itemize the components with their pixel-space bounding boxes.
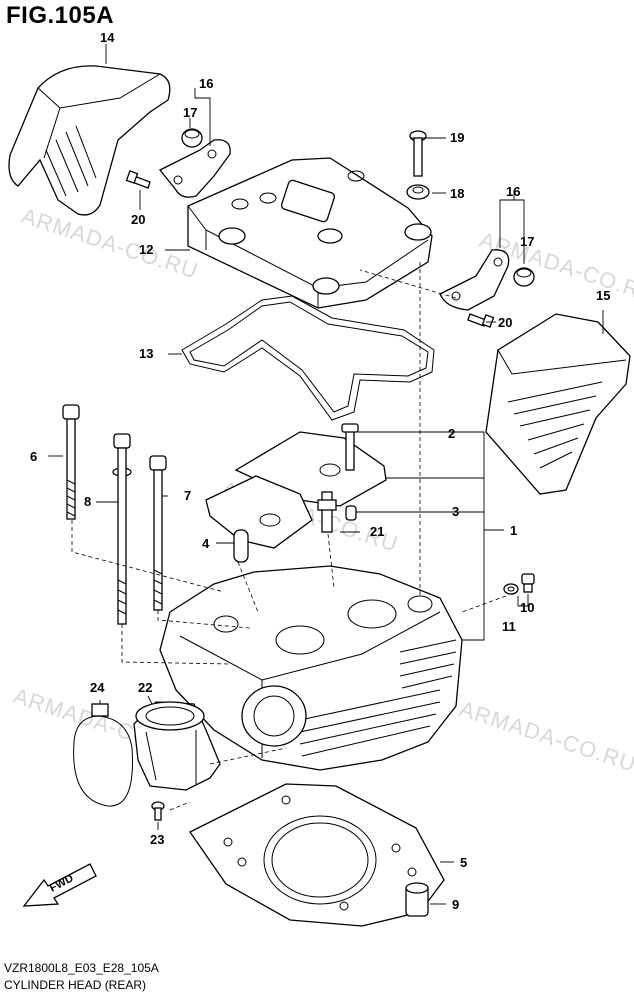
part-17-grommet-left xyxy=(181,128,203,148)
part-17-grommet-right xyxy=(513,267,535,287)
callout-21: 21 xyxy=(370,524,384,539)
part-18-washer xyxy=(406,184,430,200)
part-21-spark-plug xyxy=(317,491,337,533)
leader-lines xyxy=(48,44,604,905)
part-16-bracket-left xyxy=(158,139,231,198)
part-1-cylinder-head xyxy=(159,565,463,771)
watermark-1: ARMADA-CO.RU xyxy=(18,203,201,284)
part-16-bracket-right xyxy=(439,249,510,311)
callout-22: 22 xyxy=(138,680,152,695)
part-14-head-cover xyxy=(8,65,171,216)
callout-2: 2 xyxy=(448,426,455,441)
fwd-arrow: FWD xyxy=(22,863,97,907)
figure-name: CYLINDER HEAD (REAR) xyxy=(4,978,147,992)
callout-5: 5 xyxy=(460,855,467,870)
part-22-intake-pipe xyxy=(133,701,221,791)
callout-14: 14 xyxy=(100,30,115,45)
part-11-washer xyxy=(503,583,519,595)
part-15-side-cover xyxy=(485,313,631,495)
part-6-stud-bolt xyxy=(62,404,80,520)
callout-13: 13 xyxy=(139,346,153,361)
part-3-sleeve xyxy=(345,505,357,521)
part-5-cylinder-head-gasket xyxy=(189,783,445,927)
callout-6: 6 xyxy=(30,449,37,464)
callout-7: 7 xyxy=(184,488,191,503)
watermark-5: ARMADA-CO.RU xyxy=(456,696,634,777)
callout-1: 1 xyxy=(510,523,517,538)
callout-12: 12 xyxy=(139,242,153,257)
part-12-cylinder-head-cover xyxy=(187,157,433,309)
callout-17-left: 17 xyxy=(183,105,197,120)
callout-20-right: 20 xyxy=(498,315,512,330)
callout-4: 4 xyxy=(202,536,210,551)
callout-8: 8 xyxy=(84,494,91,509)
callout-24: 24 xyxy=(90,680,105,695)
callout-19: 19 xyxy=(450,130,464,145)
figure-title: FIG.105A xyxy=(6,2,115,29)
figure-code: VZR1800L8_E03_E28_105A xyxy=(4,961,159,975)
part-9-dowel xyxy=(405,882,429,917)
part-8-stud-bolt xyxy=(112,433,132,625)
callout-18: 18 xyxy=(450,186,464,201)
callout-20-left: 20 xyxy=(131,212,145,227)
callout-9: 9 xyxy=(452,897,459,912)
callout-15: 15 xyxy=(596,288,610,303)
part-23-bolt xyxy=(151,801,165,821)
callout-10: 10 xyxy=(520,600,534,615)
part-7-stud-bolt xyxy=(149,455,167,611)
callout-17-right: 17 xyxy=(520,234,534,249)
part-13-head-cover-gasket xyxy=(181,295,435,421)
callout-3: 3 xyxy=(452,504,459,519)
part-20-bolt-left xyxy=(125,170,151,189)
dashed-guides xyxy=(71,262,507,811)
part-10-plug-bolt xyxy=(521,573,535,593)
callout-11: 11 xyxy=(502,619,516,634)
callout-23: 23 xyxy=(150,832,164,847)
part-2-camshaft-holder xyxy=(205,423,387,549)
callout-16-left: 16 xyxy=(199,76,213,91)
part-4-dowel-pin xyxy=(233,529,249,563)
callout-16-right: 16 xyxy=(506,184,520,199)
part-20-bolt-right xyxy=(467,313,495,328)
